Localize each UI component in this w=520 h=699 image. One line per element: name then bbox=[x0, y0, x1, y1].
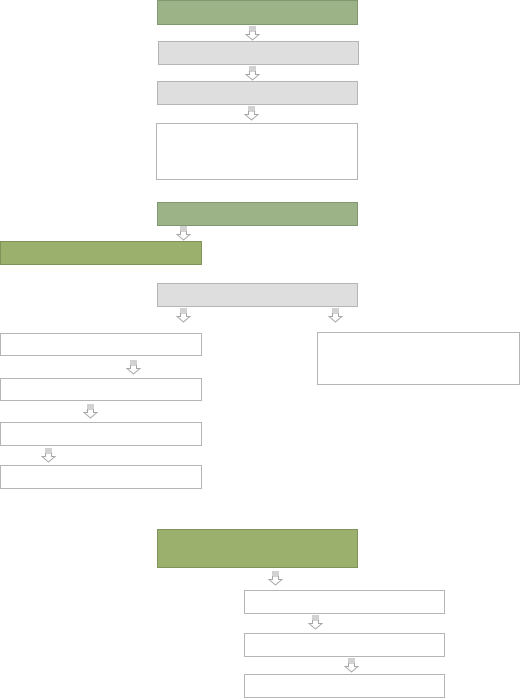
down-arrow-icon bbox=[344, 658, 359, 673]
down-arrow-icon bbox=[245, 66, 260, 81]
down-arrow-icon bbox=[308, 615, 323, 630]
down-arrow-icon bbox=[328, 308, 343, 323]
down-arrow-icon bbox=[268, 571, 283, 586]
down-arrow-icon bbox=[41, 448, 56, 463]
step-box-10 bbox=[0, 422, 202, 446]
down-arrow-icon bbox=[83, 404, 98, 419]
step-box-7 bbox=[157, 283, 358, 307]
step-box-1 bbox=[157, 0, 358, 25]
step-box-2 bbox=[158, 41, 359, 65]
step-box-11 bbox=[0, 465, 202, 489]
down-arrow-icon bbox=[126, 360, 141, 375]
step-box-3 bbox=[157, 81, 358, 105]
step-box-12 bbox=[317, 332, 520, 385]
down-arrow-icon bbox=[176, 226, 191, 241]
step-box-5 bbox=[157, 202, 358, 226]
step-box-9 bbox=[0, 378, 202, 401]
step-box-4 bbox=[156, 123, 358, 180]
step-box-6 bbox=[0, 241, 202, 265]
down-arrow-icon bbox=[245, 26, 260, 41]
step-box-13 bbox=[157, 529, 358, 568]
step-box-15 bbox=[244, 633, 445, 657]
down-arrow-icon bbox=[244, 106, 259, 121]
step-box-14 bbox=[244, 590, 445, 614]
step-box-8 bbox=[0, 333, 202, 356]
step-box-16 bbox=[244, 674, 445, 698]
down-arrow-icon bbox=[176, 308, 191, 323]
